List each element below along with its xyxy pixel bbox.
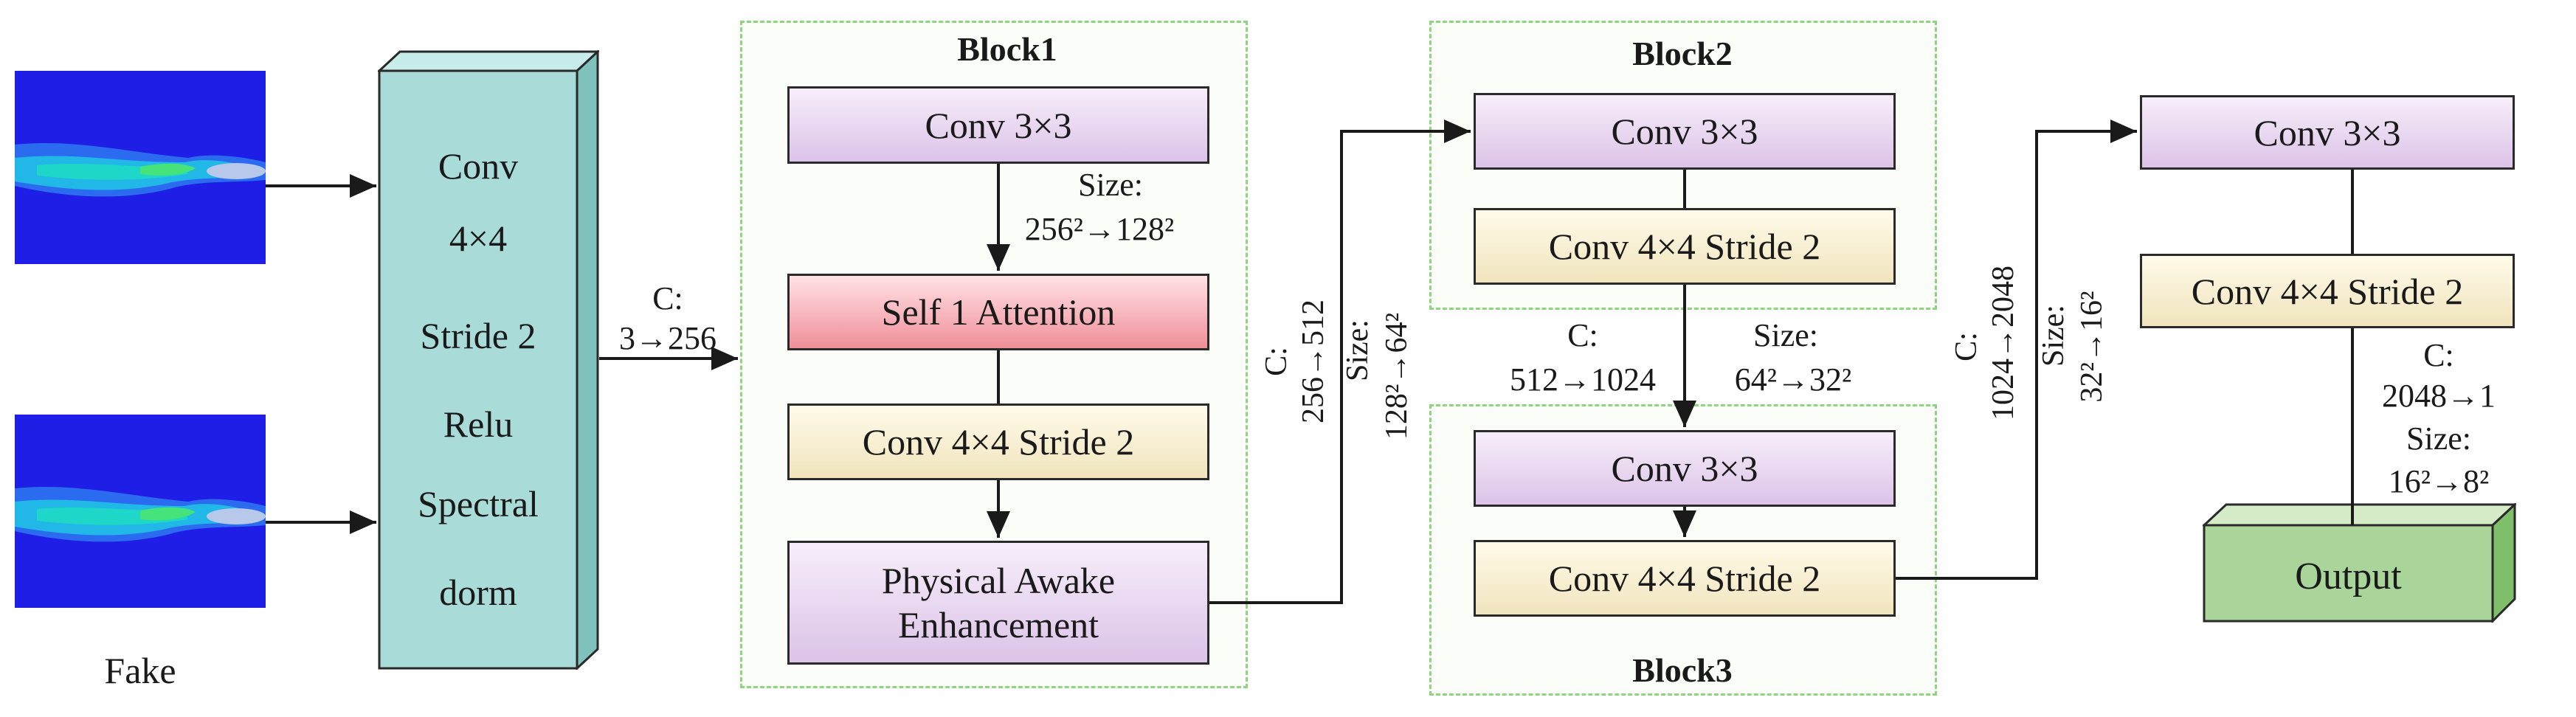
input-conv-line-4: Relu [443,403,514,445]
input-conv-line-3: Stride 2 [420,315,536,356]
block3-conv3x3: Conv 3×3 [1474,430,1896,507]
pae-line-2: Enhancement [897,604,1099,645]
output-channels: 2048→1 [2382,378,2496,414]
block2-title: Block2 [1632,35,1733,72]
block1-size-value: 256²→128² [1024,211,1175,247]
edge-b2b3-channels: 512→1024 [1510,361,1656,398]
output-size-value: 16²→8² [2388,463,2490,499]
cuboid-shape [376,49,601,671]
cuboid-shape [2201,502,2518,624]
output-label: Output [2295,555,2402,598]
pae-line-1: Physical Awake [881,560,1116,601]
block1-conv-stride: Conv 4×4 Stride 2 [787,403,1209,480]
input-image-1 [15,71,266,264]
output-size-label: Size: [2406,420,2471,457]
edge-block1-to-block2 [1209,119,1471,604]
edge-b2b3-size-value: 64²→32² [1734,361,1852,398]
block3-conv-stride: Conv 4×4 Stride 2 [1474,540,1896,617]
output-conv-stride: Conv 4×4 Stride 2 [2140,254,2515,328]
edge-input-channels: 3→256 [619,320,716,356]
block1-size-label: Size: [1078,167,1143,203]
block1-self-attention: Self 1 Attention [787,274,1209,350]
input-conv-line-6: dorm [439,572,517,613]
block2-conv3x3: Conv 3×3 [1474,93,1896,170]
block2-conv-stride: Conv 4×4 Stride 2 [1474,208,1896,285]
flow-field-heatmap-icon [15,71,266,264]
output-c-label: C: [2423,337,2454,373]
input-image-2 [15,415,266,608]
input-conv-line-5: Spectral [418,483,539,524]
block3-title: Block3 [1632,651,1733,689]
input-conv-box [376,49,601,671]
block1-title: Block1 [957,30,1057,68]
output-conv3x3: Conv 3×3 [2140,95,2515,170]
flow-field-heatmap-icon [15,415,266,608]
edge-b2b3-size-label: Size: [1753,317,1818,353]
fake-label: Fake [104,650,176,691]
edge-block3-to-output [1896,119,2137,580]
edge-b2b3-c-label: C: [1567,317,1598,353]
block1-conv3x3: Conv 3×3 [787,86,1209,164]
input-conv-line-1: Conv [438,145,519,187]
block1-physical-awake-enhancement: Physical Awake Enhancement [787,541,1209,665]
edge-input-c-label: C: [652,280,683,316]
input-conv-line-2: 4×4 [449,218,508,259]
output-box [2201,502,2518,624]
